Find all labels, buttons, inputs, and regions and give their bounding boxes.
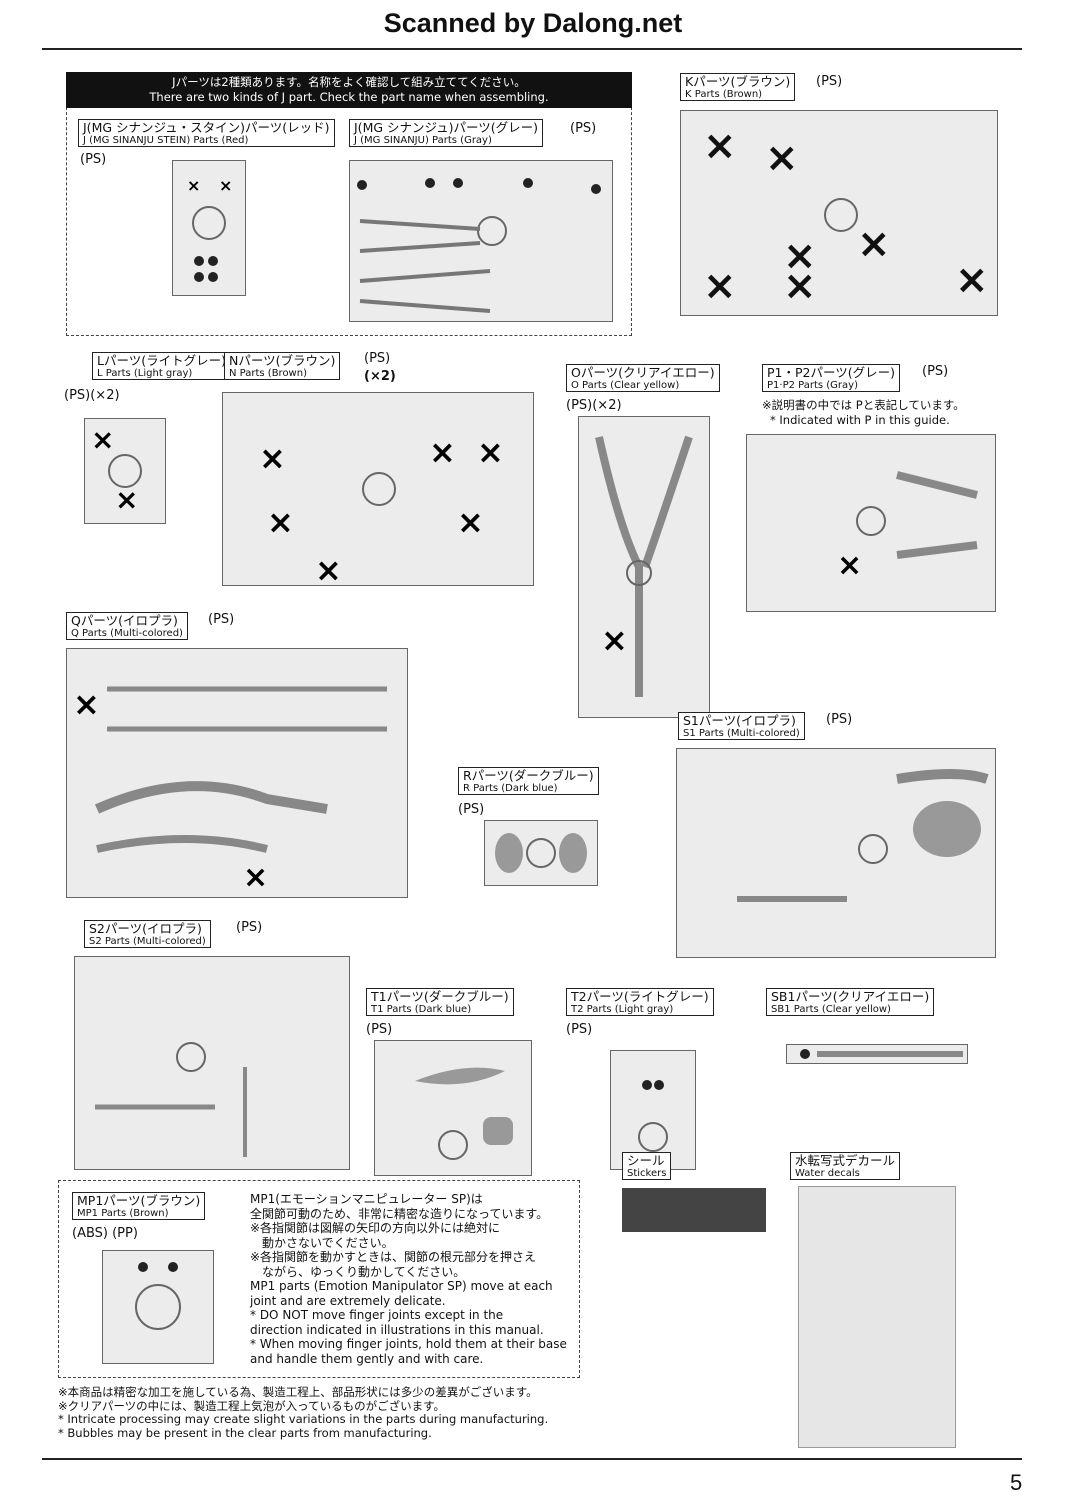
svg-text:×: × [187,176,200,195]
top-rule [42,48,1022,50]
n-quantity: (×2) [364,369,396,384]
j-red-label: J(MG シナンジュ・スタイン)パーツ(レッド) J (MG SINANJU S… [78,119,335,147]
svg-text:×: × [783,263,817,309]
t1-runner [374,1040,532,1176]
svg-text:×: × [765,135,799,181]
o-material: (PS)(×2) [566,398,622,413]
o-label: Oパーツ(クリアイエロー) O Parts (Clear yellow) [566,364,720,392]
o-runner: × [578,416,710,718]
decals-label: 水転写式デカール Water decals [790,1152,901,1180]
q-label: Qパーツ(イロプラ) Q Parts (Multi-colored) [66,612,188,640]
svg-text:×: × [315,551,342,585]
decal-sheet [798,1186,956,1448]
svg-text:×: × [429,433,456,471]
svg-text:×: × [703,263,737,309]
mp1-material: (ABS) (PP) [72,1226,138,1241]
mp1-notes: MP1(エモーションマニピュレーター SP)は 全関節可動のため、非常に精密な造… [250,1192,567,1366]
t2-material: (PS) [566,1022,593,1037]
l-material: (PS)(×2) [64,388,120,403]
s1-material: (PS) [826,712,853,727]
q-runner: ×× [66,648,408,898]
svg-text:×: × [477,433,504,471]
svg-text:×: × [259,439,286,477]
svg-text:×: × [601,621,628,659]
l-runner: ×× [84,418,166,524]
mp1-label: MP1パーツ(ブラウン) MP1 Parts (Brown) [72,1192,206,1220]
svg-text:×: × [783,233,817,279]
svg-text:×: × [857,221,891,267]
j-parts-banner: Jパーツは2種類あります。名称をよく確認して組み立ててください。 There a… [66,72,632,108]
s2-label: S2パーツ(イロプラ) S2 Parts (Multi-colored) [84,920,211,948]
svg-text:×: × [457,503,484,541]
sticker-sheet [622,1188,766,1232]
j-note-jp: Jパーツは2種類あります。名称をよく確認して組み立ててください。 [172,75,526,89]
j-note-en: There are two kinds of J part. Check the… [149,90,549,104]
n-runner: ×××××× [222,392,534,586]
s1-runner [676,748,996,958]
bottom-rule [42,1458,1022,1460]
p-material: (PS) [922,364,949,379]
svg-text:×: × [219,176,232,195]
r-label: Rパーツ(ダークブルー) R Parts (Dark blue) [458,767,599,795]
k-material: (PS) [816,74,843,89]
r-runner [484,820,598,886]
n-label: Nパーツ(ブラウン) N Parts (Brown) [224,352,341,380]
page-number: 5 [1010,1470,1023,1495]
p-note-en: * Indicated with P in this guide. [770,413,950,427]
svg-text:×: × [955,257,989,303]
p-label: P1・P2パーツ(グレー) P1·P2 Parts (Gray) [762,364,900,392]
l-label: Lパーツ(ライトグレー) L Parts (Light gray) [92,352,231,380]
svg-text:×: × [91,423,114,456]
j-red-runner: ×× [172,160,246,296]
s2-material: (PS) [236,920,263,935]
t1-label: T1パーツ(ダークブルー) T1 Parts (Dark blue) [366,988,514,1016]
t2-label: T2パーツ(ライトグレー) T2 Parts (Light gray) [566,988,714,1016]
t2-runner [610,1050,696,1170]
page-header-title: Scanned by Dalong.net [383,8,683,38]
svg-text:×: × [703,123,737,169]
sb1-runner [786,1044,968,1064]
mp1-runner [102,1250,214,1364]
n-material: (PS) [364,351,391,366]
mp1-section [58,1180,580,1378]
svg-text:×: × [243,860,268,895]
p-note-jp: ※説明書の中では Pと表記しています。 [762,398,965,412]
svg-text:×: × [267,503,294,541]
t1-material: (PS) [366,1022,393,1037]
k-label: Kパーツ(ブラウン) K Parts (Brown) [680,73,796,101]
k-runner: ××××××× [680,110,998,316]
sb1-label: SB1パーツ(クリアイエロー) SB1 Parts (Clear yellow) [766,988,935,1016]
footer-notes: ※本商品は精密な加工を施している為、製造工程上、部品形状には多少の差異がございま… [58,1385,549,1440]
j-gray-runner [349,160,613,322]
j-gray-label: J(MG シナンジュ)パーツ(グレー) J (MG SINANJU) Parts… [349,119,544,147]
j-red-material: (PS) [80,152,107,167]
s2-runner [74,956,350,1170]
r-material: (PS) [458,802,485,817]
svg-text:×: × [837,548,862,583]
p-runner: × [746,434,996,612]
j-gray-material: (PS) [570,121,597,136]
stickers-label: シール Stickers [622,1152,672,1180]
svg-text:×: × [73,685,100,723]
q-material: (PS) [208,612,235,627]
svg-text:×: × [115,483,138,516]
s1-label: S1パーツ(イロプラ) S1 Parts (Multi-colored) [678,712,805,740]
